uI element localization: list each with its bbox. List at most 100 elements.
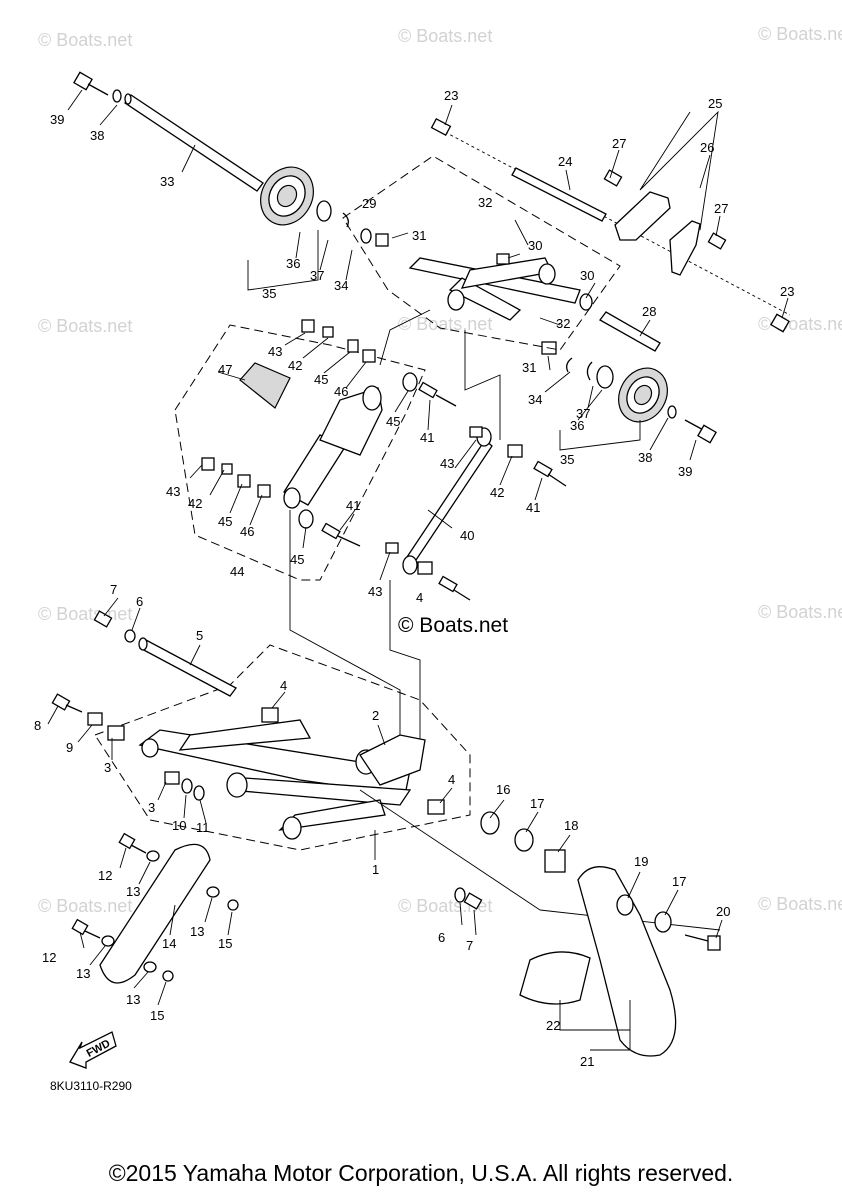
callout-19: 19 (634, 854, 648, 869)
callout-23: 23 (780, 284, 794, 299)
callout-45: 45 (218, 514, 232, 529)
callout-10: 10 (172, 818, 186, 833)
connector-line (464, 330, 501, 440)
callout-23: 23 (444, 88, 458, 103)
callout-1: 1 (372, 862, 379, 877)
callout-45: 45 (314, 372, 328, 387)
watermark-text: © Boats.net (38, 316, 132, 336)
callout-45: 45 (386, 414, 400, 429)
watermark-text: © Boats.net (38, 896, 132, 916)
callout-41: 41 (420, 430, 434, 445)
diagram-code: 8KU3110-R290 (50, 1079, 132, 1093)
callout-5: 5 (196, 628, 203, 643)
watermark-text: © Boats.net (758, 602, 842, 622)
callout-43: 43 (368, 584, 382, 599)
shock-absorber-assembly (201, 319, 457, 547)
callout-35: 35 (560, 452, 574, 467)
callout-6: 6 (136, 594, 143, 609)
callout-44: 44 (230, 564, 244, 579)
group-outline-shock (174, 324, 426, 581)
callout-20: 20 (716, 904, 730, 919)
callout-24: 24 (558, 154, 572, 169)
callout-4: 4 (448, 772, 455, 787)
callout-33: 33 (160, 174, 174, 189)
rod-assembly (385, 426, 567, 601)
watermark-text: © Boats.net (398, 26, 492, 46)
watermark-text: © Boats.net (398, 314, 492, 334)
callout-17: 17 (530, 796, 544, 811)
callout-4: 4 (416, 590, 423, 605)
rear-axle-assembly-upper (73, 71, 389, 247)
callout-6: 6 (438, 930, 445, 945)
callout-8: 8 (34, 718, 41, 733)
watermark-text: © Boats.net (758, 24, 842, 44)
callout-22: 22 (546, 1018, 560, 1033)
callout-13: 13 (190, 924, 204, 939)
callout-32: 32 (556, 316, 570, 331)
callout-12: 12 (42, 950, 56, 965)
callout-13: 13 (76, 966, 90, 981)
connector-line (379, 309, 431, 366)
callout-43: 43 (166, 484, 180, 499)
callout-34: 34 (528, 392, 542, 407)
watermark-layer: © Boats.net © Boats.net © Boats.net © Bo… (38, 24, 842, 916)
callout-36: 36 (570, 418, 584, 433)
callout-21: 21 (580, 1054, 594, 1069)
connector-line (389, 580, 421, 750)
callout-13: 13 (126, 992, 140, 1007)
callout-37: 37 (576, 406, 590, 421)
watermark-text: © Boats.net (38, 30, 132, 50)
callout-26: 26 (700, 140, 714, 155)
callout-16: 16 (496, 782, 510, 797)
callout-38: 38 (90, 128, 104, 143)
callout-37: 37 (310, 268, 324, 283)
callout-43: 43 (268, 344, 282, 359)
brand-watermark: © Boats.net (398, 614, 508, 637)
callout-7: 7 (110, 582, 117, 597)
upper-arm-assembly (408, 117, 791, 444)
fwd-label: FWD (85, 1038, 113, 1060)
callout-47: 47 (218, 362, 232, 377)
callout-3: 3 (104, 760, 111, 775)
callout-38: 38 (638, 450, 652, 465)
callout-11: 11 (196, 820, 210, 835)
callout-31: 31 (412, 228, 426, 243)
callout-42: 42 (188, 496, 202, 511)
callout-17: 17 (672, 874, 686, 889)
callout-15: 15 (150, 1008, 164, 1023)
callout-35: 35 (262, 286, 276, 301)
watermark-text: © Boats.net (38, 604, 132, 624)
callout-28: 28 (642, 304, 656, 319)
copyright-footer: ©2015 Yamaha Motor Corporation, U.S.A. A… (108, 1160, 734, 1186)
callout-45: 45 (290, 552, 304, 567)
callout-25: 25 (708, 96, 722, 111)
callout-43: 43 (440, 456, 454, 471)
callout-13: 13 (126, 884, 140, 899)
callout-30: 30 (580, 268, 594, 283)
callout-42: 42 (490, 485, 504, 500)
callout-7: 7 (466, 938, 473, 953)
strap-assembly (71, 832, 239, 984)
callout-29: 29 (362, 196, 376, 211)
callout-41: 41 (346, 498, 360, 513)
callout-14: 14 (162, 936, 176, 951)
callout-32: 32 (478, 195, 492, 210)
callout-39: 39 (678, 464, 692, 479)
callout-36: 36 (286, 256, 300, 271)
callout-39: 39 (50, 112, 64, 127)
group-outline-arm (94, 644, 471, 851)
callout-41: 41 (526, 500, 540, 515)
front-shock-assembly (480, 811, 721, 1057)
callout-30: 30 (528, 238, 542, 253)
callout-labels: 39 38 33 35 36 37 34 29 31 23 24 25 27 2… (34, 88, 794, 1069)
callout-27: 27 (714, 201, 728, 216)
callout-12: 12 (98, 868, 112, 883)
leader-lines (47, 89, 789, 1051)
watermark-text: © Boats.net (758, 894, 842, 914)
fwd-arrow: FWD (69, 1031, 117, 1069)
callout-42: 42 (288, 358, 302, 373)
callout-15: 15 (218, 936, 232, 951)
callout-46: 46 (240, 524, 254, 539)
callout-31: 31 (522, 360, 536, 375)
